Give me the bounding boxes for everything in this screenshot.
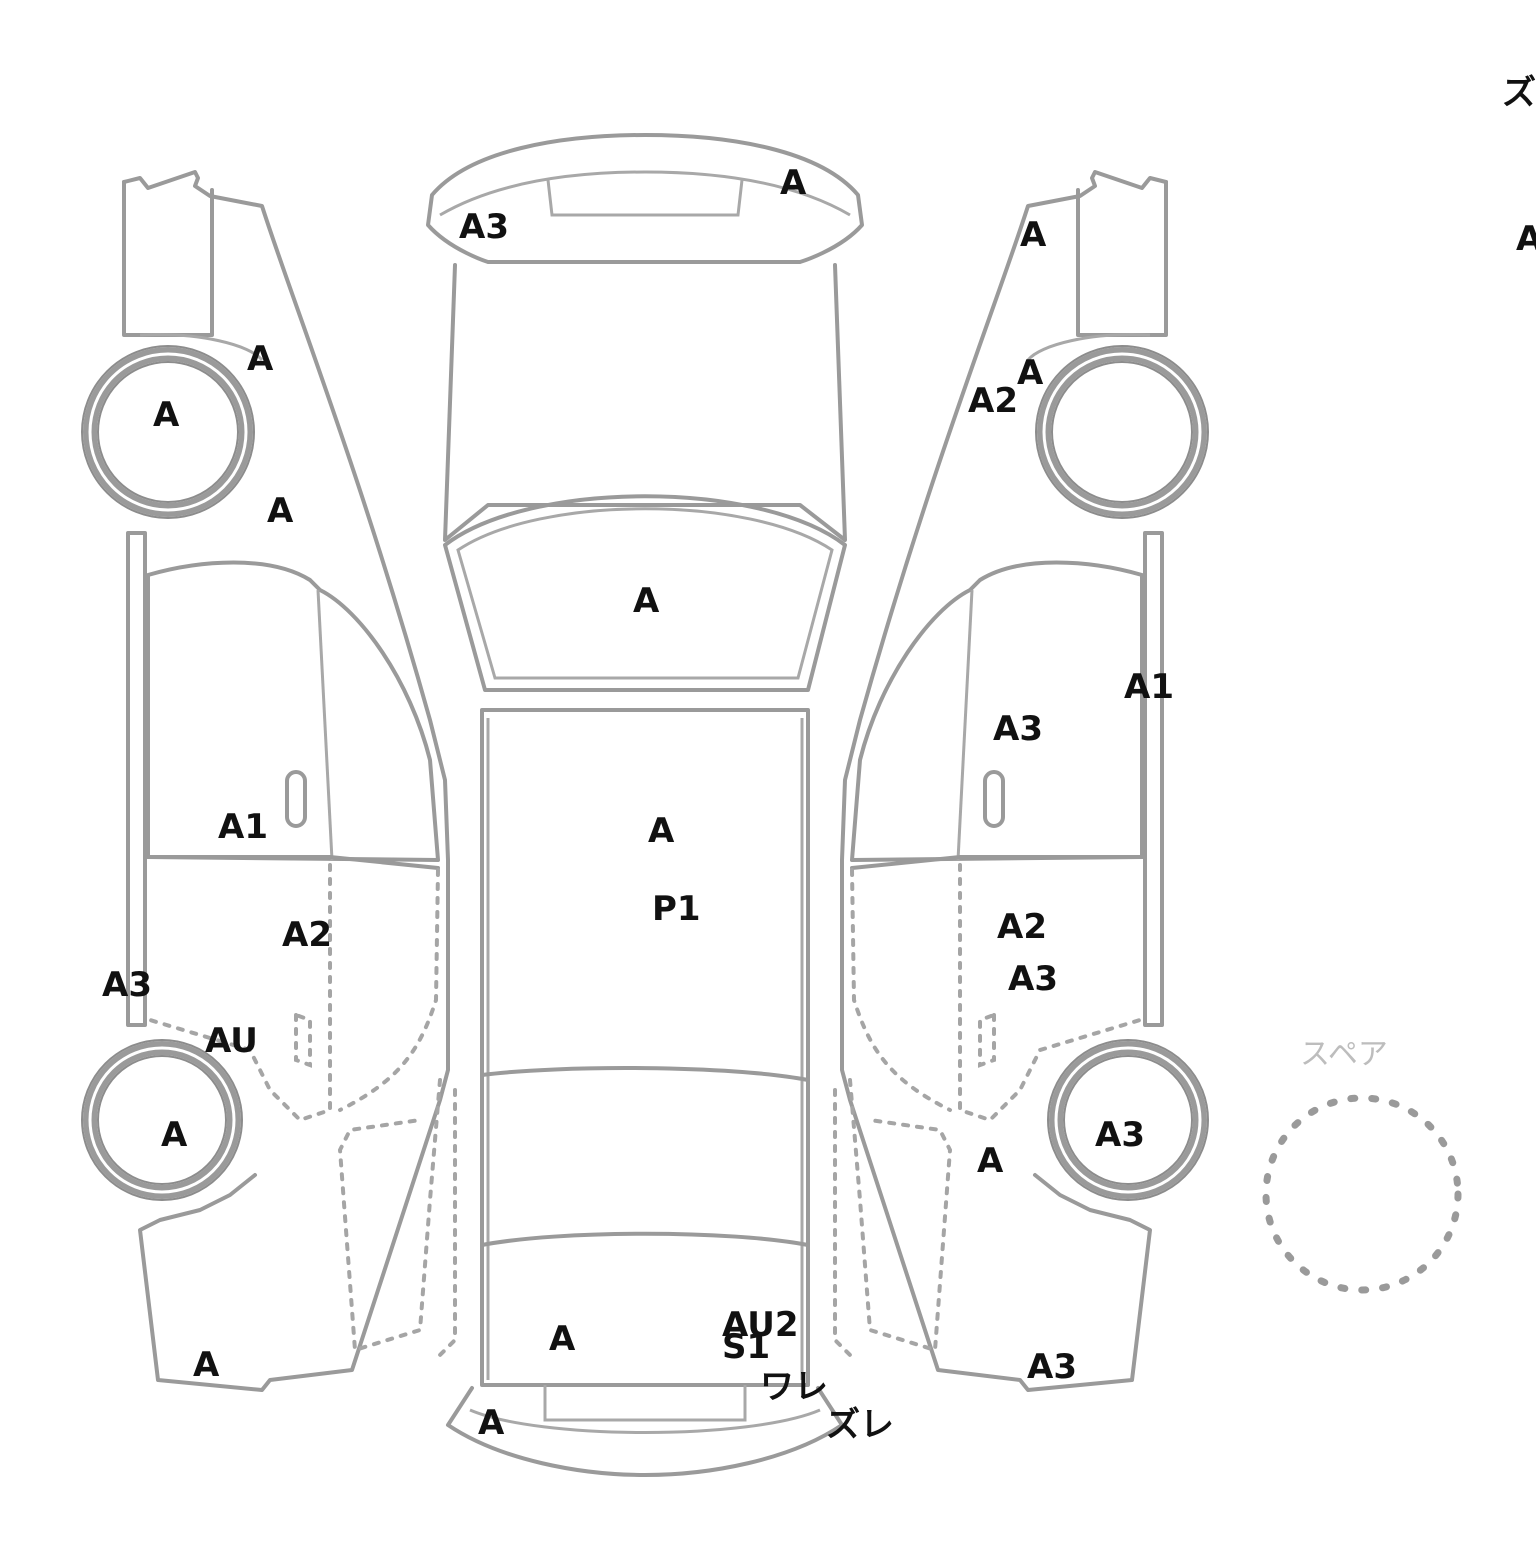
- mark-left-front-wheel: A: [153, 395, 180, 435]
- mark-right-rear-door-2: A3: [1008, 959, 1058, 999]
- mark-front-bumper-left: A3: [459, 207, 509, 247]
- mark-left-rear-door: A2: [282, 915, 332, 955]
- mark-rear-s1: S1: [722, 1327, 770, 1367]
- right-side-view: [833, 170, 1209, 1392]
- spare-label: スペア: [1300, 1037, 1388, 1072]
- mark-right-pillar: A1: [1124, 667, 1174, 707]
- damage-labels: ズ A A A3 A A P1 A A AU2 S1 ワレ ズレ A A A A…: [102, 73, 1536, 1445]
- mark-left-fender-top: A: [247, 339, 274, 379]
- mark-right-rear-wheel: A3: [1095, 1115, 1145, 1155]
- mark-roof-area: A: [648, 811, 675, 851]
- mark-left-fender-lower: A: [267, 491, 294, 531]
- spare-tire: スペア: [1262, 1037, 1462, 1294]
- left-side-view: [81, 170, 457, 1392]
- mark-roof-code: P1: [652, 889, 701, 929]
- mark-trunk: A: [549, 1319, 576, 1359]
- mark-rear-bumper: A: [478, 1403, 505, 1443]
- mark-right-rear-door: A2: [997, 907, 1047, 947]
- mark-rear-zure: ズレ: [826, 1405, 894, 1445]
- mark-rear-au2: AU2: [722, 1305, 799, 1345]
- mark-right-fender-top: A: [1020, 215, 1047, 255]
- spare-tire-outline: [1262, 1094, 1462, 1294]
- mark-front-bumper-right: A: [780, 163, 807, 203]
- mark-left-sill: A3: [102, 965, 152, 1005]
- top-view: [426, 133, 864, 1477]
- mark-left-rear-bumper: A: [193, 1345, 220, 1385]
- mark-right-fender-a2: A2: [968, 381, 1018, 421]
- mark-right-front-door: A3: [993, 709, 1043, 749]
- mark-left-rear-wheel: A: [161, 1115, 188, 1155]
- mark-left-rear-quarter: AU: [205, 1021, 258, 1061]
- mark-right-fender-a: A: [1017, 353, 1044, 393]
- mark-right-rear-bumper: A3: [1027, 1347, 1077, 1387]
- mark-top-right-edge-1: ズ: [1502, 73, 1536, 113]
- mark-rear-ware: ワレ: [760, 1367, 828, 1407]
- mark-hood: A: [633, 581, 660, 621]
- mark-top-right-edge-2: A: [1516, 219, 1536, 259]
- mark-right-rear-quarter: A: [977, 1141, 1004, 1181]
- mark-left-front-door: A1: [218, 807, 268, 847]
